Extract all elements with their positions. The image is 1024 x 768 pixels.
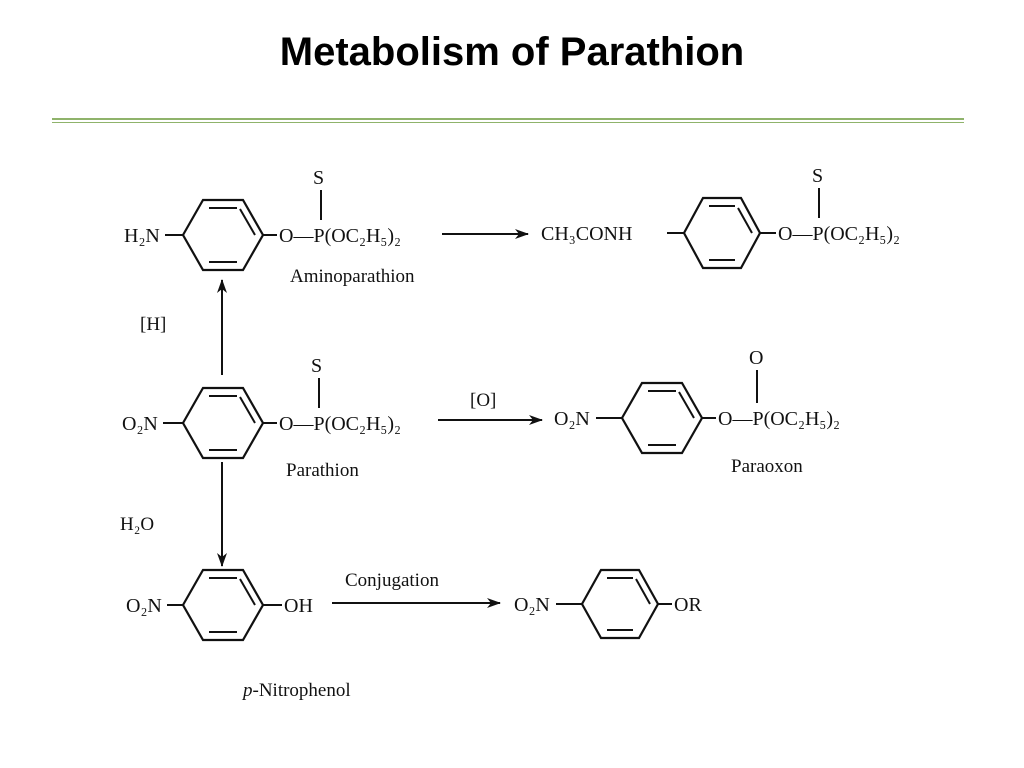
p-nitrophenol-structure: O₂N OH p-Nitrophenol <box>126 568 351 701</box>
amino-group-label: H₂N <box>124 225 160 247</box>
phosphorothioate-ester: O—P(OC₂H₅)₂ <box>279 413 401 435</box>
thio-sulfur: S <box>812 165 823 187</box>
phosphorothioate-ester: O—P(OC₂H₅)₂ <box>279 225 401 247</box>
nitro-group-label: O₂N <box>126 595 162 617</box>
thio-sulfur: S <box>313 167 324 189</box>
benzene-ring <box>580 568 660 640</box>
conjugate-structure: O₂N OR <box>514 568 702 640</box>
benzene-ring <box>181 568 265 642</box>
oxidation-label: [O] <box>470 390 496 411</box>
paraoxon-label: Paraoxon <box>731 456 803 477</box>
nitrophenol-name: -Nitrophenol <box>253 680 351 701</box>
p-nitrophenol-label: p-Nitrophenol <box>241 680 351 701</box>
title-divider <box>52 118 964 124</box>
acetylated-metabolite-structure: CH₃CONH O—P(OC₂H₅)₂ S <box>541 165 900 270</box>
hydrolysis-label: H₂O <box>120 514 154 535</box>
nitro-group-label: O₂N <box>514 594 550 616</box>
benzene-ring <box>181 198 265 272</box>
benzene-ring <box>620 381 704 455</box>
hydroxyl-group-label: OH <box>284 595 313 617</box>
reduction-label: [H] <box>140 314 166 335</box>
phosphate-ester: O—P(OC₂H₅)₂ <box>718 408 840 430</box>
acetamido-group-label: CH₃CONH <box>541 223 632 245</box>
aminoparathion-label: Aminoparathion <box>290 266 415 287</box>
benzene-ring <box>682 196 762 270</box>
paraoxon-structure: O₂N O—P(OC₂H₅)₂ O Paraoxon <box>554 347 840 477</box>
thio-sulfur: S <box>311 355 322 377</box>
conjugation-label: Conjugation <box>345 570 439 591</box>
parathion-structure: O₂N O—P(OC₂H₅)₂ S Parathion <box>122 355 401 481</box>
conjugate-group-label: OR <box>674 594 702 616</box>
slide-title: Metabolism of Parathion <box>279 30 745 74</box>
parathion-label: Parathion <box>286 460 359 481</box>
phosphorothioate-ester: O—P(OC₂H₅)₂ <box>778 223 900 245</box>
nitro-group-label: O₂N <box>554 408 590 430</box>
aminoparathion-structure: H₂N O—P(OC₂H₅)₂ S Aminoparathion <box>124 167 415 287</box>
benzene-ring <box>181 386 265 460</box>
para-prefix: p <box>241 680 253 701</box>
nitro-group-label: O₂N <box>122 413 158 435</box>
oxo-oxygen: O <box>749 347 763 369</box>
